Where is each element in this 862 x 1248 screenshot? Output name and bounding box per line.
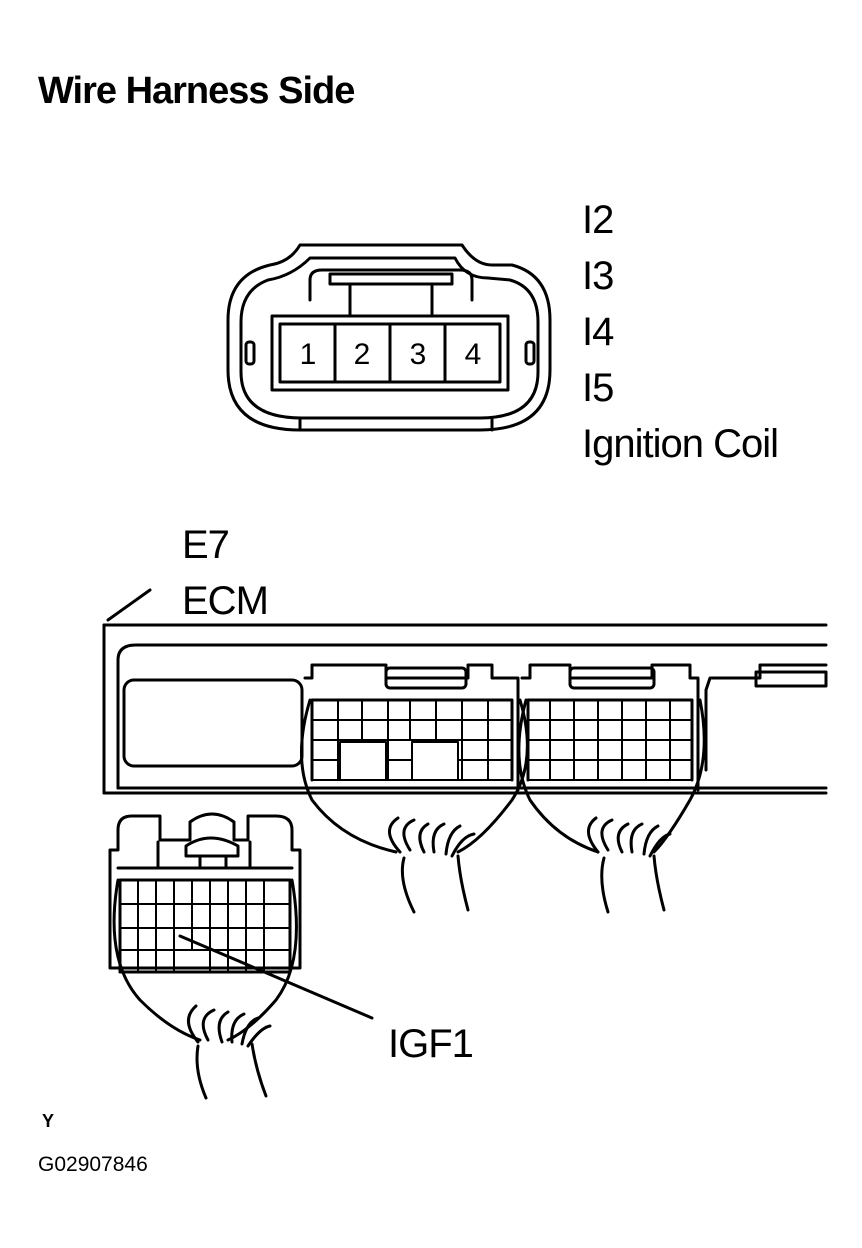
igf1-terminal-label: IGF1 [388, 1022, 474, 1066]
orientation-mark: Y [42, 1111, 55, 1131]
ecm-connector-code: E7 [182, 523, 230, 567]
ecm-connector-a [299, 663, 529, 914]
coil-connector-name-i2: I2 [582, 198, 614, 242]
coil-pin-1: 1 [300, 338, 317, 371]
coil-pin-3: 3 [410, 338, 427, 371]
igf1-leader-line [178, 934, 374, 1020]
ignition-coil-connector [226, 243, 552, 432]
coil-pin-2: 2 [354, 338, 371, 371]
coil-pin-4: 4 [465, 338, 482, 371]
ecm-component-label: ECM [182, 579, 269, 623]
coil-connector-name-i4: I4 [582, 310, 614, 354]
e7-connector [108, 812, 302, 1100]
coil-component-label: Ignition Coil [582, 422, 779, 466]
figure-code: G02907846 [38, 1153, 148, 1176]
ecm-body [102, 588, 828, 795]
diagram-heading: Wire Harness Side [38, 70, 355, 112]
coil-connector-name-i3: I3 [582, 254, 614, 298]
coil-connector-name-i5: I5 [582, 366, 614, 410]
ecm-connector-b [517, 663, 706, 914]
